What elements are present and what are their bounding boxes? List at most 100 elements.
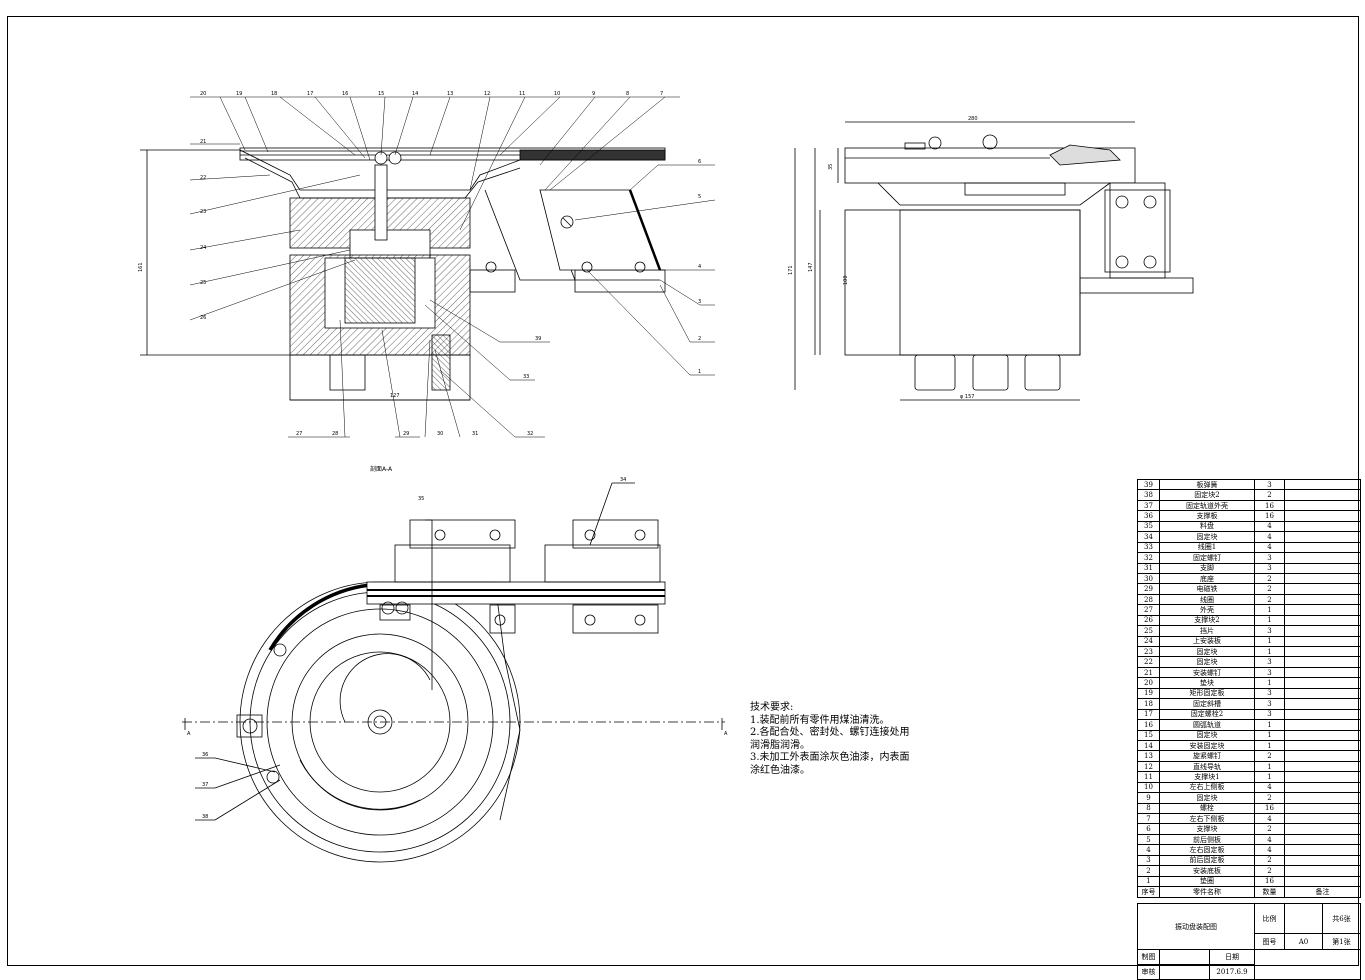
front-width-dim: 127	[390, 393, 400, 399]
side-dim: φ 157	[960, 394, 974, 400]
side-dim: 171	[788, 265, 794, 275]
bom-cell: 3	[1254, 656, 1285, 668]
part-label: 8	[626, 91, 629, 97]
bom-cell: 39	[1137, 478, 1160, 491]
part-label: 17	[307, 91, 313, 97]
bom-cell: 3	[1254, 666, 1285, 679]
bom-cell: 固定块	[1159, 729, 1255, 741]
bom-cell: 支撑块	[1159, 823, 1255, 835]
bom-cell: 37	[1137, 499, 1160, 512]
bom-cell: 数量	[1254, 886, 1285, 898]
bom-cell: 27	[1137, 604, 1160, 616]
part-label: 14	[412, 91, 418, 97]
front-view-numbers: 20 19 18 17 16 15 14 13 12 11 10 9 8 7 2…	[200, 91, 701, 437]
bom-cell: 35	[1137, 520, 1160, 533]
bom-cell: 3	[1254, 625, 1285, 637]
bom-cell: 6	[1137, 823, 1160, 835]
bom-cell: 25	[1137, 625, 1160, 637]
part-label: 29	[403, 431, 409, 437]
bom-cell: 支撑板	[1159, 510, 1255, 522]
side-dim: 100	[843, 275, 849, 285]
bom-cell: 4	[1137, 844, 1160, 856]
bom-cell	[1284, 499, 1361, 512]
bom-cell	[1284, 677, 1361, 689]
bom-cell: 4	[1254, 520, 1285, 533]
bom-cell	[1284, 719, 1361, 731]
plan-view-labels: 35 34 36 37 38 A A	[187, 477, 728, 820]
bom-cell: 1	[1254, 677, 1285, 689]
part-label: 28	[332, 431, 338, 437]
scale-value	[1284, 903, 1324, 934]
bom-cell: 1	[1254, 604, 1285, 616]
bom-cell: 支撑块2	[1159, 614, 1255, 627]
part-label: 27	[296, 431, 302, 437]
sheet-total: 共6张	[1322, 903, 1362, 934]
front-height-dim: 161	[138, 262, 144, 272]
part-label: 24	[200, 245, 206, 251]
bom-cell: 支撑块1	[1159, 771, 1255, 783]
part-label: 30	[437, 431, 443, 437]
bom-cell: 料盘	[1159, 520, 1255, 533]
part-label: 1	[698, 369, 701, 375]
bom-cell	[1284, 562, 1361, 574]
part-label: 33	[523, 374, 529, 380]
drawing-no-label: 图号	[1254, 933, 1286, 950]
bom-cell: 11	[1137, 771, 1160, 783]
bom-cell	[1284, 708, 1361, 721]
tech-line: 润滑脂润滑。	[750, 739, 810, 751]
part-label: 23	[200, 209, 206, 215]
bom-cell: 底座	[1159, 572, 1255, 585]
bom-cell: 2	[1254, 750, 1285, 762]
part-label: 13	[447, 91, 453, 97]
bom-cell	[1284, 572, 1361, 585]
bom-cell	[1284, 781, 1361, 794]
bom-cell: 8	[1137, 802, 1160, 815]
bom-cell: 左右上侧板	[1159, 781, 1255, 794]
bom-cell: 固定螺栓2	[1159, 708, 1255, 721]
part-label: 15	[378, 91, 384, 97]
part-label: 3	[698, 299, 701, 305]
part-label: 22	[200, 175, 206, 181]
bom-cell	[1284, 645, 1361, 658]
bom-cell: 2	[1254, 583, 1285, 595]
bom-cell: 1	[1254, 739, 1285, 752]
bom-cell: 安装螺钉	[1159, 666, 1255, 679]
bom-cell: 线圈	[1159, 593, 1255, 606]
bom-cell: 4	[1254, 531, 1285, 543]
bom-cell	[1284, 614, 1361, 627]
bom-cell	[1284, 771, 1361, 783]
bom-cell: 前后固定板	[1159, 854, 1255, 867]
bom-cell: 10	[1137, 781, 1160, 794]
bom-cell: 20	[1137, 677, 1160, 689]
bom-cell: 上安装板	[1159, 635, 1255, 648]
bom-cell: 矩形固定板	[1159, 687, 1255, 700]
bom-cell: 23	[1137, 645, 1160, 658]
bom-cell: 29	[1137, 583, 1160, 595]
bom-cell	[1284, 531, 1361, 543]
drawn-by-label: 制图	[1137, 949, 1160, 965]
bom-cell	[1284, 489, 1361, 501]
bom-cell	[1284, 604, 1361, 616]
bom-cell: 2	[1254, 792, 1285, 804]
section-mark: A	[187, 731, 191, 737]
bom-cell: 固定螺钉	[1159, 552, 1255, 564]
bom-cell	[1284, 812, 1361, 825]
part-label: 31	[472, 431, 478, 437]
bom-cell: 3	[1254, 562, 1285, 574]
tech-title: 技术要求:	[750, 702, 794, 713]
part-label: 39	[535, 336, 541, 342]
bom-cell	[1284, 666, 1361, 679]
bom-cell: 零件名称	[1159, 886, 1255, 898]
